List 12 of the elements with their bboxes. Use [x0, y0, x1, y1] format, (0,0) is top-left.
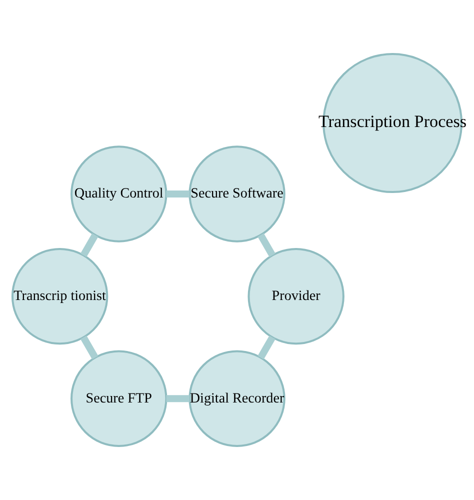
- connector: [166, 395, 190, 402]
- node-circle: Quality Control: [70, 146, 168, 242]
- node-circle: Secure FTP: [70, 350, 168, 447]
- connector: [80, 336, 98, 360]
- node-circle: Digital Recorder: [188, 350, 286, 447]
- node-circle: Transcrip tionist: [11, 248, 108, 345]
- connector: [80, 233, 98, 258]
- connector: [258, 233, 276, 258]
- connector: [258, 336, 276, 360]
- node-circle: Provider: [248, 248, 344, 345]
- node-circle: Secure Software: [188, 146, 286, 242]
- connector: [166, 190, 190, 198]
